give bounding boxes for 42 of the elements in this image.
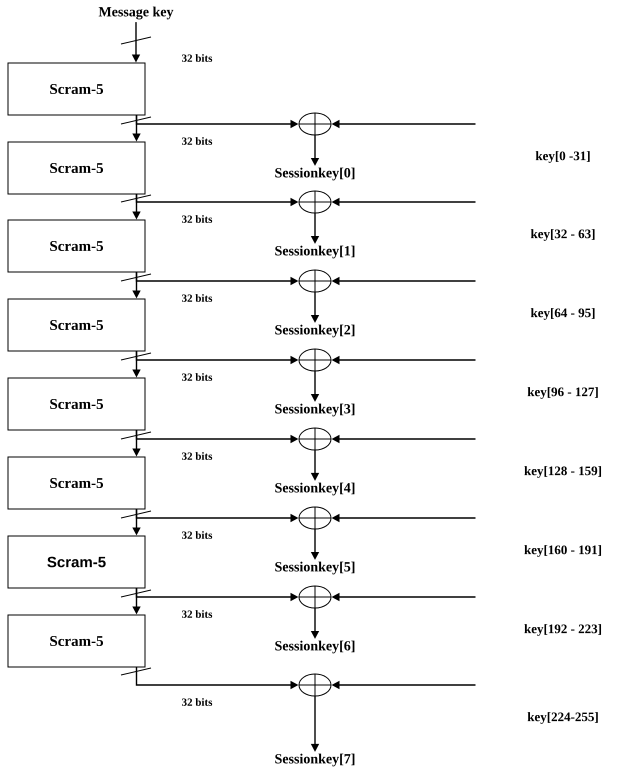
xor-symbol xyxy=(298,190,332,214)
process-box: Scram-5 xyxy=(8,298,146,352)
process-box: Scram-5 xyxy=(8,378,146,430)
node-label: Sessionkey[4] xyxy=(275,482,354,496)
bit-width-label: 32 bits xyxy=(182,215,212,223)
process-box: Scram-5 xyxy=(8,456,146,510)
key-range-label: key[128 - 159] xyxy=(524,466,602,478)
node-label: Sessionkey[0] xyxy=(275,168,354,180)
bit-width-label: 32 bits xyxy=(182,373,212,381)
node-label: Sessionkey[7] xyxy=(275,754,354,766)
xor-symbol xyxy=(298,673,332,697)
node-label: Sessionkey[2] xyxy=(275,324,354,338)
bit-width-label: 32 bits xyxy=(182,531,212,539)
bit-width-label: 32 bits xyxy=(182,137,212,145)
bit-width-label: 32 bits xyxy=(182,294,212,302)
key-range-label: key[32 - 63] xyxy=(530,229,595,241)
node-label: Sessionkey[6] xyxy=(275,640,354,654)
xor-symbol xyxy=(298,427,332,451)
process-box: Scram-5 xyxy=(8,220,146,272)
xor-symbol xyxy=(298,269,332,293)
xor-symbol xyxy=(298,112,332,136)
node-label: Sessionkey[3] xyxy=(275,404,354,416)
bit-width-label: 32 bits xyxy=(182,452,212,460)
node-label: Sessionkey[1] xyxy=(275,246,354,258)
key-range-label: key[192 - 223] xyxy=(524,624,602,636)
bit-width-label: 32 bits xyxy=(182,610,212,618)
process-box: Scram-5 xyxy=(8,142,146,194)
key-range-label: key[96 - 127] xyxy=(528,387,598,399)
key-range-label: key[0 -31] xyxy=(536,151,590,163)
bit-width-label: 32 bits xyxy=(182,54,212,62)
node-label: Sessionkey[5] xyxy=(275,562,354,574)
key-range-label: key[224-255] xyxy=(528,712,598,724)
key-range-label: key[64 - 95] xyxy=(530,308,595,320)
process-box: Scram-5 xyxy=(8,62,146,116)
xor-symbol xyxy=(298,506,332,530)
xor-symbol xyxy=(298,585,332,609)
key-range-label: key[160 - 191] xyxy=(524,545,602,557)
node-label: Message key xyxy=(98,6,174,20)
process-box: Scram-5 xyxy=(8,614,146,668)
bit-width-label: 32 bits xyxy=(182,698,212,706)
xor-symbol xyxy=(298,348,332,372)
process-box: Scram-5 xyxy=(8,536,146,588)
